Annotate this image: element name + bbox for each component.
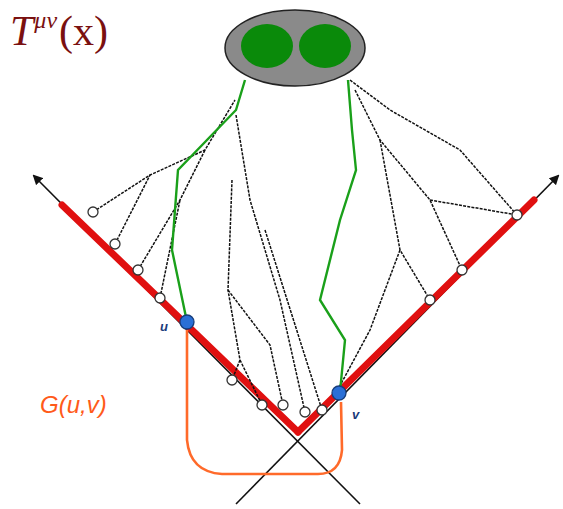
gluon-line-green xyxy=(172,80,356,392)
point-label: v xyxy=(352,408,359,421)
point-label: u xyxy=(160,320,168,333)
nucleus xyxy=(241,24,293,68)
cone-axes xyxy=(34,176,558,504)
point-u xyxy=(180,315,194,329)
point-v xyxy=(332,386,346,400)
nucleus xyxy=(299,24,351,68)
tensor-symbol: T xyxy=(10,10,33,52)
correlator-label: G(u,v) xyxy=(40,393,107,417)
collision-blob xyxy=(225,10,365,86)
correlator-line xyxy=(187,330,342,474)
vertex-dots xyxy=(88,207,522,417)
tensor-indices: μν xyxy=(34,8,57,32)
light-cone xyxy=(62,200,534,432)
tensor-argument: (x) xyxy=(59,10,108,52)
gluon-lines xyxy=(93,80,517,412)
